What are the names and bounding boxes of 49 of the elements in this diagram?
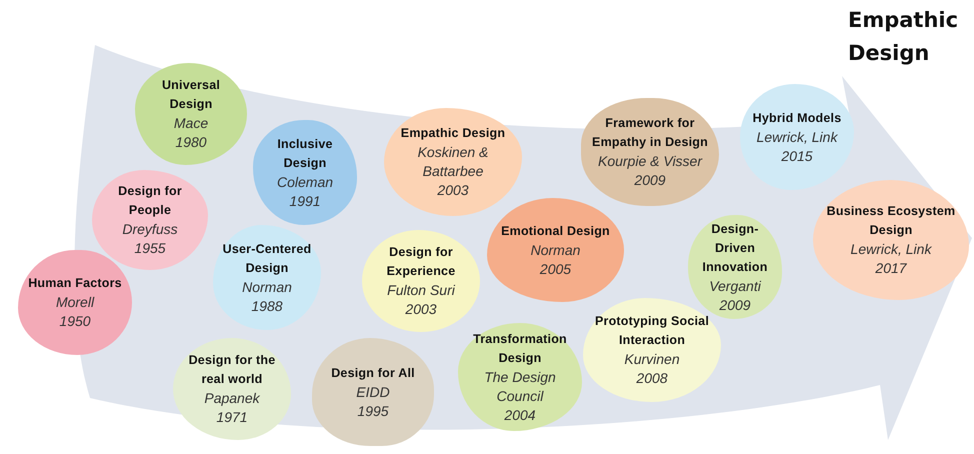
approach-name: Inclusive Design: [276, 136, 334, 172]
author-name: Fulton Suri: [387, 281, 455, 300]
approach-name: Design-Driven Innovation: [701, 220, 769, 276]
approach-name: Prototyping Social Interaction: [594, 313, 710, 349]
approach-name: Transformation Design: [472, 330, 568, 367]
author-name: Morell: [56, 293, 94, 312]
author-name: EIDD: [356, 382, 390, 402]
author-name: Papanek: [204, 389, 260, 408]
year-label: 1971: [216, 408, 248, 427]
author-name: Koskinen & Battarbee: [416, 143, 490, 181]
approach-name: Empathic Design: [400, 125, 506, 142]
year-label: 2009: [634, 171, 666, 190]
author-name: Dreyfuss: [122, 220, 178, 239]
year-label: 2009: [719, 296, 751, 314]
approach-name: User-Centered Design: [222, 240, 312, 277]
approach-name: Framework for Empathy in Design: [591, 115, 709, 151]
year-label: 2008: [636, 369, 668, 388]
approach-name: Design for All: [331, 364, 415, 382]
author-name: Kourpie & Visser: [598, 152, 702, 171]
year-label: 1988: [251, 296, 283, 316]
year-label: 1980: [175, 133, 207, 152]
approach-name: Hybrid Models: [752, 110, 842, 127]
approach-name: Human Factors: [28, 275, 122, 292]
year-label: 2005: [540, 260, 572, 278]
year-label: 1991: [289, 192, 321, 210]
author-name: Verganti: [709, 276, 761, 296]
approach-name: Business Ecosystem Design: [826, 203, 956, 239]
year-label: 2015: [781, 146, 813, 166]
year-label: 1955: [134, 239, 166, 258]
author-name: Norman: [530, 240, 580, 260]
author-name: Mace: [174, 114, 208, 133]
year-label: 2004: [504, 406, 536, 424]
diagram-title: Empathic Design: [848, 7, 960, 67]
approach-name: Design for Experience: [386, 244, 456, 280]
approach-name: Design for People: [117, 183, 183, 219]
year-label: 1995: [357, 402, 389, 420]
author-name: Kurvinen: [624, 350, 680, 369]
year-label: 2003: [437, 181, 469, 200]
author-name: Lewrick, Link: [850, 240, 932, 259]
author-name: The Design Council: [483, 368, 557, 406]
author-name: Lewrick, Link: [756, 128, 838, 146]
approach-name: Universal Design: [160, 77, 222, 113]
author-name: Norman: [242, 278, 292, 296]
year-label: 2003: [405, 300, 437, 319]
year-label: 2017: [875, 259, 907, 278]
approach-name: Design for the real world: [188, 352, 276, 388]
approach-name: Emotional Design: [501, 222, 610, 240]
year-label: 1950: [59, 312, 91, 331]
author-name: Coleman: [276, 172, 334, 192]
